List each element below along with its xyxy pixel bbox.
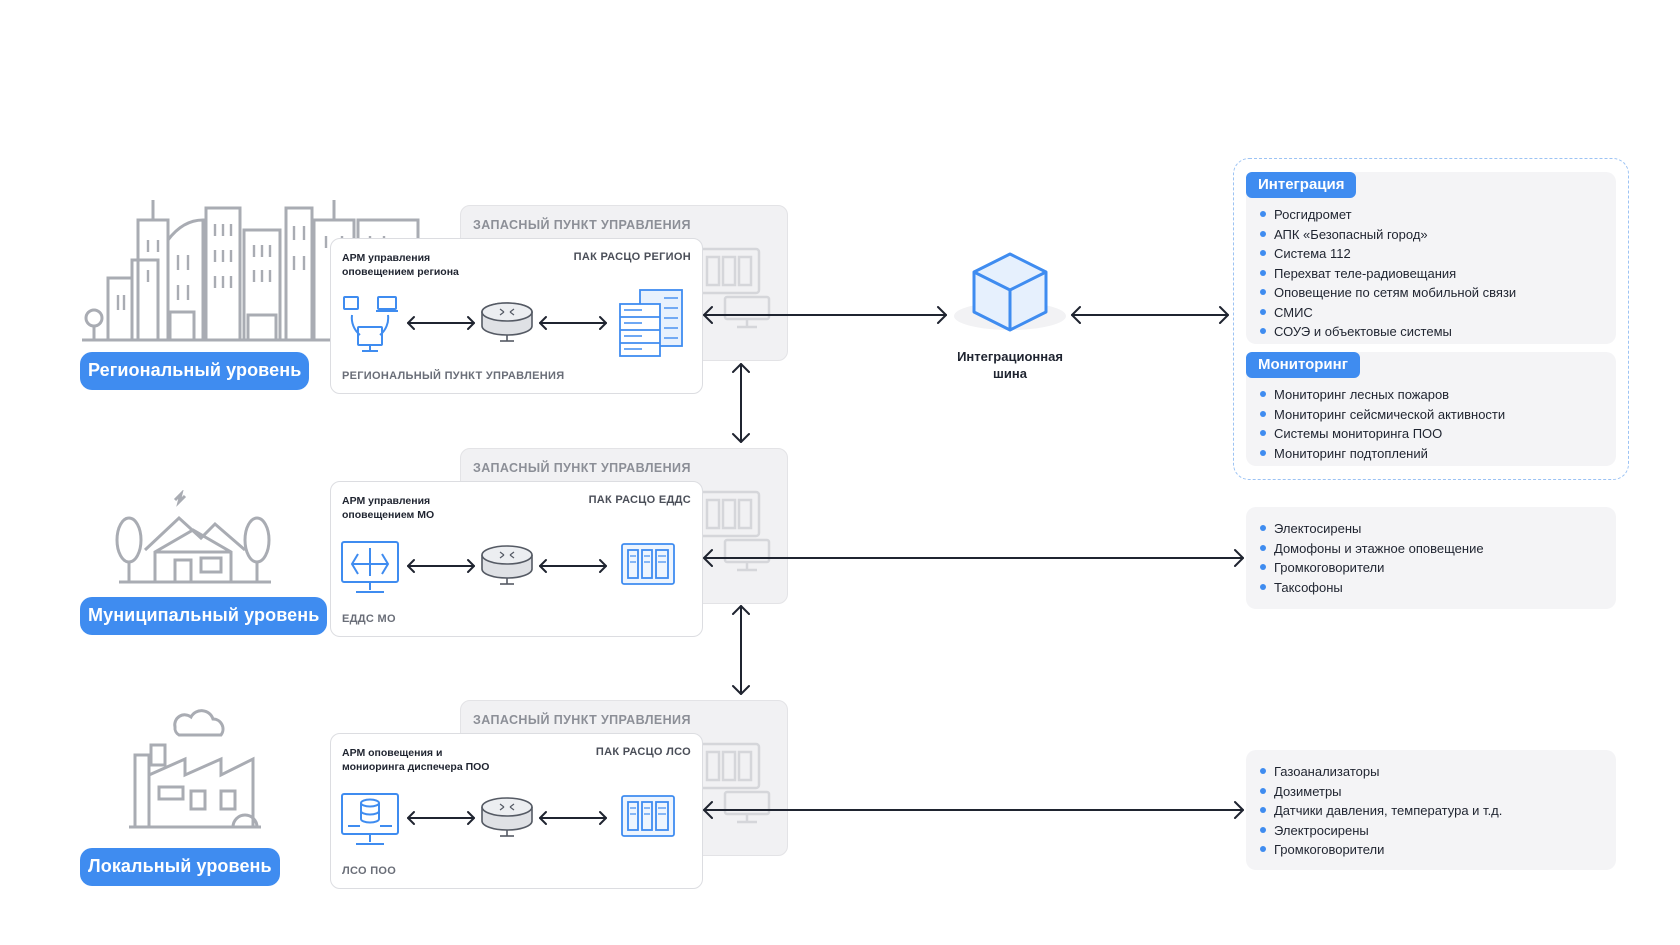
pak-label: ПАК РАСЦО ЕДДС — [588, 494, 691, 506]
monitoring-list: Мониторинг лесных пожаров Мониторинг сей… — [1260, 385, 1505, 463]
list-item: Оповещение по сетям мобильной связи — [1260, 283, 1516, 303]
monitoring-panel: Мониторинг Мониторинг лесных пожаров Мон… — [1246, 352, 1616, 466]
arm-label: АРМ оповещения и мониоринга диспечера ПО… — [342, 747, 490, 773]
list-item: Громкоговорители — [1260, 840, 1502, 860]
list-item: Мониторинг сейсмической активности — [1260, 405, 1505, 425]
local-devices-list: Газоанализаторы Дозиметры Датчики давлен… — [1260, 762, 1502, 860]
local-level-pill: Локальный уровень — [80, 848, 280, 886]
pak-label: ПАК РАСЦО РЕГИОН — [573, 251, 691, 263]
card-footer: ЛСО ПОО — [342, 865, 397, 877]
list-item: СМИС — [1260, 303, 1516, 323]
integration-title: Интеграция — [1246, 172, 1357, 198]
backup-server-icon — [697, 490, 771, 572]
list-item: Электосирены — [1260, 519, 1484, 539]
integration-bus-label: Интеграционная шина — [940, 348, 1080, 382]
backup-card-title: ЗАПАСНЫЙ ПУНКТ УПРАВЛЕНИЯ — [473, 461, 691, 475]
card-footer: РЕГИОНАЛЬНЫЙ ПУНКТ УПРАВЛЕНИЯ — [342, 370, 565, 382]
list-item: Перехват теле-радиовещания — [1260, 264, 1516, 284]
factory-icon — [129, 709, 261, 829]
regional-level-pill: Региональный уровень — [80, 352, 310, 390]
router-icon — [481, 797, 533, 837]
bus-label-line1: Интеграционная — [957, 349, 1063, 364]
server-rack-icon — [619, 289, 683, 357]
list-item: Громкоговорители — [1260, 558, 1484, 578]
list-item: Система 112 — [1260, 244, 1516, 264]
list-item: Таксофоны — [1260, 578, 1484, 598]
list-item: Датчики давления, температура и т.д. — [1260, 801, 1502, 821]
list-item: Газоанализаторы — [1260, 762, 1502, 782]
backup-server-icon — [697, 247, 771, 329]
municipal-level-pill: Муниципальный уровень — [80, 597, 328, 635]
list-item: Мониторинг подтоплений — [1260, 444, 1505, 464]
dispatch-monitor-icon — [341, 541, 399, 593]
network-workstations-icon — [343, 296, 398, 352]
pak-label: ПАК РАСЦО ЛСО — [595, 746, 691, 758]
municipal-devices-panel: Электосирены Домофоны и этажное оповещен… — [1246, 507, 1616, 609]
backup-card-title: ЗАПАСНЫЙ ПУНКТ УПРАВЛЕНИЯ — [473, 713, 691, 727]
local-devices-panel: Газоанализаторы Дозиметры Датчики давлен… — [1246, 750, 1616, 870]
list-item: СОУЭ и объектовые системы — [1260, 322, 1516, 342]
list-item: АПК «Безопасный город» — [1260, 225, 1516, 245]
integration-list: Росгидромет АПК «Безопасный город» Систе… — [1260, 205, 1516, 342]
database-monitor-icon — [341, 793, 399, 845]
integration-monitoring-group — [1233, 158, 1629, 480]
monitoring-title: Мониторинг — [1246, 352, 1360, 378]
village-houses-icon — [115, 490, 271, 584]
integration-panel: Интеграция Росгидромет АПК «Безопасный г… — [1246, 172, 1616, 344]
list-item: Росгидромет — [1260, 205, 1516, 225]
list-item: Домофоны и этажное оповещение — [1260, 539, 1484, 559]
bus-label-line2: шина — [993, 366, 1027, 381]
server-rack-icon — [621, 795, 675, 837]
router-icon — [481, 302, 533, 342]
backup-card-title: ЗАПАСНЫЙ ПУНКТ УПРАВЛЕНИЯ — [473, 218, 691, 232]
cube-icon — [954, 252, 1066, 332]
arm-label: АРМ управления оповещением региона — [342, 252, 459, 278]
list-item: Мониторинг лесных пожаров — [1260, 385, 1505, 405]
list-item: Системы мониторинга ПОО — [1260, 424, 1505, 444]
server-rack-icon — [621, 543, 675, 585]
list-item: Дозиметры — [1260, 782, 1502, 802]
municipal-devices-list: Электосирены Домофоны и этажное оповещен… — [1260, 519, 1484, 597]
backup-server-icon — [697, 742, 771, 824]
arm-label: АРМ управления оповещением МО — [342, 495, 435, 521]
router-icon — [481, 545, 533, 585]
list-item: Электросирены — [1260, 821, 1502, 841]
card-footer: ЕДДС МО — [342, 613, 396, 625]
